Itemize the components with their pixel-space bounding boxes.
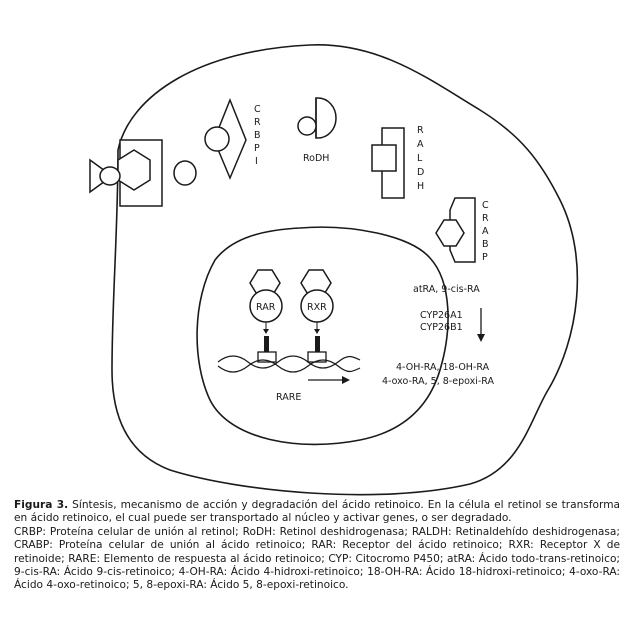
rare-label: RARE <box>276 392 301 403</box>
retinoic-acid-diagram: C R B P I RoDH R A L D H C R A B P RAR <box>89 44 579 496</box>
raldh-letter-3: D <box>417 167 424 178</box>
crbp-letter-0: C <box>254 104 261 115</box>
nucleus <box>196 226 449 446</box>
crabp-letter-4: P <box>482 252 488 263</box>
caption-abbreviations: CRBP: Proteína celular de unión al retin… <box>14 525 620 592</box>
crbp-letter-2: B <box>254 130 261 141</box>
rodh-label: RoDH <box>303 153 329 164</box>
degradation-arrow <box>477 308 485 342</box>
figure-label: Figura 3. <box>14 499 69 511</box>
crabp-letter-3: B <box>482 239 489 250</box>
metabolites-line1: 4-OH-RA, 18-OH-RA <box>396 362 490 373</box>
dna-helix <box>217 355 361 373</box>
cell-membrane <box>111 44 579 496</box>
figure-description: Síntesis, mecanismo de acción y degradac… <box>14 499 621 525</box>
rodh-enzyme <box>297 97 337 139</box>
membrane-receptor <box>89 139 163 207</box>
raldh-letter-0: R <box>417 125 424 136</box>
metabolites-line2: 4-oxo-RA, 5, 8-epoxi-RA <box>382 376 495 387</box>
raldh-letter-4: H <box>417 181 424 192</box>
rxr-receptor <box>300 269 334 363</box>
raldh-letter-2: L <box>417 153 423 164</box>
crbp-letter-4: I <box>255 156 258 167</box>
cyp26a1-label: CYP26A1 <box>420 310 463 321</box>
crbp-letter-3: P <box>254 143 260 154</box>
raldh-enzyme <box>371 127 405 199</box>
transcription-arrow <box>308 376 350 384</box>
rar-label: RAR <box>256 302 276 313</box>
crabp-letter-2: A <box>482 226 489 237</box>
cyp26b1-label: CYP26B1 <box>420 322 463 333</box>
rxr-label: RXR <box>307 302 327 313</box>
crbp-protein <box>204 97 247 180</box>
raldh-letter-1: A <box>417 139 424 150</box>
retinol-molecule <box>173 160 197 186</box>
crabp-protein <box>435 197 476 263</box>
crabp-letter-1: R <box>482 213 489 224</box>
rar-receptor <box>249 269 283 363</box>
atra-label: atRA, 9-cis-RA <box>413 284 480 295</box>
crbp-letter-1: R <box>254 117 261 128</box>
figure-caption: Figura 3. Síntesis, mecanismo de acción … <box>14 499 620 593</box>
crabp-letter-0: C <box>482 200 489 211</box>
caption-main: Figura 3. Síntesis, mecanismo de acción … <box>14 499 620 526</box>
